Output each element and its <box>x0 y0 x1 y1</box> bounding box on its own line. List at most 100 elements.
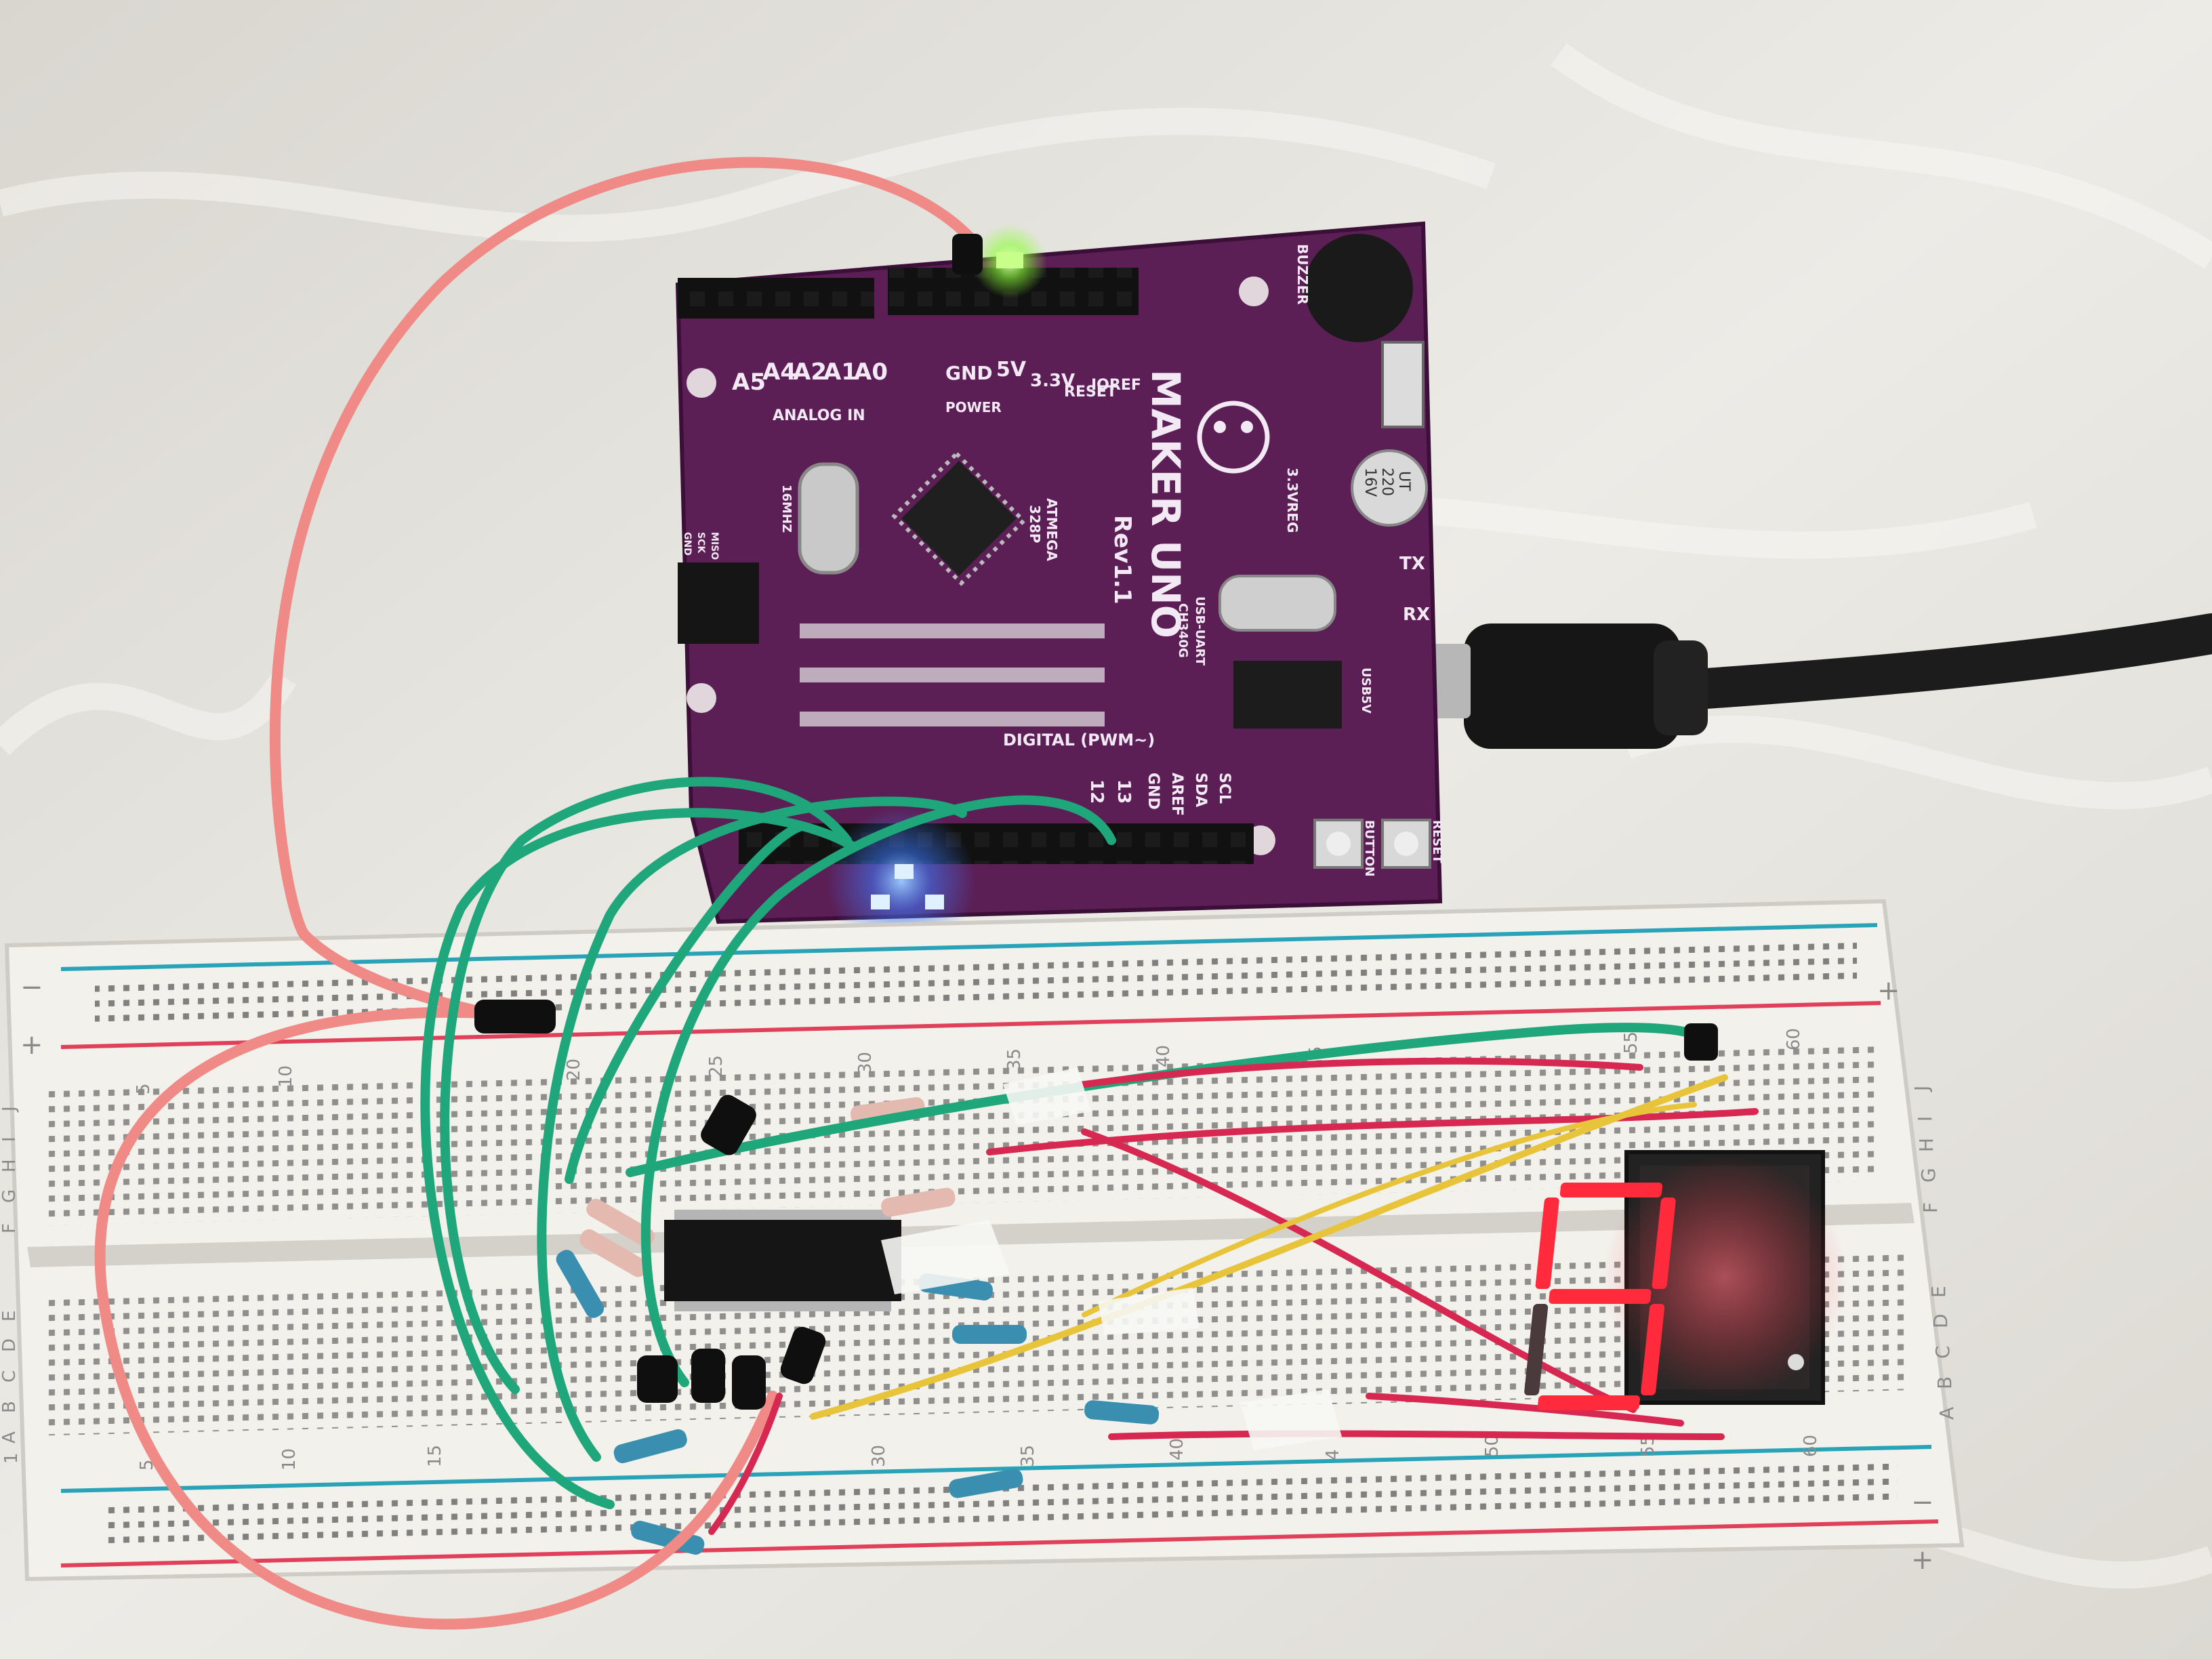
svg-text:E: E <box>0 1311 20 1322</box>
analog-pin-label: A4 <box>762 359 796 386</box>
svg-text:C: C <box>1931 1345 1954 1359</box>
wire-red <box>708 1393 783 1535</box>
wire-red <box>1081 1128 1637 1413</box>
reset-label: RESET <box>1430 820 1444 863</box>
resistor <box>1084 1400 1160 1425</box>
svg-text:A: A <box>0 1431 20 1443</box>
wire-green <box>565 822 804 1184</box>
resistor <box>586 1198 655 1247</box>
svg-text:30: 30 <box>855 1052 876 1074</box>
icsp-label: GND <box>682 532 693 556</box>
analog-pin-label: A5 <box>732 369 766 396</box>
resistor <box>881 1187 956 1217</box>
bottom-power-rail <box>60 1445 1939 1568</box>
svg-text:A: A <box>1936 1407 1958 1420</box>
rail-plus: + <box>1911 1544 1934 1576</box>
svg-text:25: 25 <box>706 1055 726 1078</box>
resistor <box>631 1520 705 1555</box>
mount-hole <box>687 368 716 398</box>
power-label: POWER <box>945 399 1002 415</box>
usb-uart-label: USB-UART <box>1193 596 1207 666</box>
segment-a <box>1559 1183 1662 1197</box>
svg-text:10: 10 <box>276 1065 296 1088</box>
svg-text:30: 30 <box>869 1445 889 1467</box>
svg-text:4: 4 <box>1323 1449 1343 1460</box>
svg-text:H: H <box>1915 1138 1938 1152</box>
svg-text:I: I <box>1914 1116 1936 1122</box>
svg-text:35: 35 <box>1004 1048 1025 1071</box>
atmega-chip <box>891 451 1027 586</box>
segment-b <box>1652 1197 1676 1289</box>
wire-red <box>1108 1430 1725 1440</box>
digital-label-13: 13 <box>1113 779 1134 804</box>
usb-port-label: USB5V <box>1359 668 1373 714</box>
svg-text:H: H <box>0 1159 20 1172</box>
resistor <box>952 1325 1027 1344</box>
svg-text:40: 40 <box>1167 1438 1187 1460</box>
icsp-header <box>678 562 759 644</box>
wire-red <box>986 1108 1759 1155</box>
digital-pwm-label: DIGITAL (PWM~) <box>1003 731 1155 750</box>
tx-label: TX <box>1399 554 1425 574</box>
svg-text:55: 55 <box>1621 1031 1641 1054</box>
wire-green <box>420 808 859 1509</box>
analog-pin-label: A0 <box>854 359 888 386</box>
decimal-point <box>1788 1354 1804 1370</box>
rail-minus: − <box>1911 1487 1934 1518</box>
svg-text:B: B <box>1933 1376 1956 1389</box>
svg-text:J: J <box>1910 1086 1933 1092</box>
mount-hole <box>1239 276 1269 306</box>
rx-label: RX <box>1403 605 1430 625</box>
rail-plus: + <box>20 1029 43 1061</box>
svg-text:D: D <box>0 1338 20 1352</box>
digital-label-aref: AREF <box>1168 773 1185 816</box>
blue-led <box>871 895 890 909</box>
analog-pin-label: A1 <box>823 359 857 386</box>
svg-text:60: 60 <box>1801 1435 1821 1457</box>
svg-text:F: F <box>0 1223 20 1233</box>
buzzer <box>1305 234 1413 342</box>
wire-red <box>1081 1057 1643 1088</box>
icsp-label: SCK <box>695 532 706 554</box>
power-pin-ioref: IOREF <box>1091 377 1141 394</box>
svg-text:50: 50 <box>1482 1435 1502 1457</box>
svg-text:E: E <box>1927 1286 1950 1298</box>
power-pin-gnd: GND <box>945 362 993 384</box>
blue-led <box>895 864 914 879</box>
wire-green <box>537 796 967 1462</box>
top-terminal-strip <box>41 1045 1877 1226</box>
svg-text:D: D <box>1929 1313 1952 1328</box>
svg-text:10: 10 <box>279 1448 300 1471</box>
wire-salmon <box>269 157 981 1019</box>
mcu-label: ATMEGA <box>1044 498 1060 562</box>
digital-label-scl: SCL <box>1216 773 1233 804</box>
revision-label: Rev1.1 <box>1109 515 1136 605</box>
power-pin-reset: RESET <box>1064 384 1117 401</box>
svg-text:40: 40 <box>1153 1045 1174 1067</box>
cap-label: 220 <box>1378 468 1395 496</box>
shift-register-ic <box>664 1220 901 1301</box>
svg-text:F: F <box>1919 1202 1942 1213</box>
resistor <box>579 1229 648 1277</box>
ch340-chip <box>1233 661 1342 729</box>
brand-label: MAKER UNO <box>1143 369 1189 638</box>
cap-label: 16V <box>1361 468 1378 497</box>
svg-text:35: 35 <box>1018 1445 1038 1467</box>
svg-text:B: B <box>0 1401 20 1413</box>
wires <box>94 157 1759 1630</box>
power-led <box>996 252 1023 268</box>
jumper-housings <box>474 234 1718 1410</box>
svg-text:C: C <box>0 1370 20 1382</box>
cap-label: UT <box>1395 471 1412 491</box>
resistor <box>556 1250 605 1318</box>
bottom-terminal-strip <box>41 1254 1911 1436</box>
mount-hole <box>687 683 716 713</box>
tape-pieces <box>881 1067 1342 1450</box>
ch340-label: CH340G <box>1176 603 1190 658</box>
regulator-label: 3.3VREG <box>1284 468 1300 533</box>
segment-c <box>1641 1304 1665 1395</box>
svg-text:J: J <box>0 1106 20 1113</box>
svg-text:G: G <box>0 1189 20 1203</box>
digital-label-12: 12 <box>1086 779 1107 804</box>
